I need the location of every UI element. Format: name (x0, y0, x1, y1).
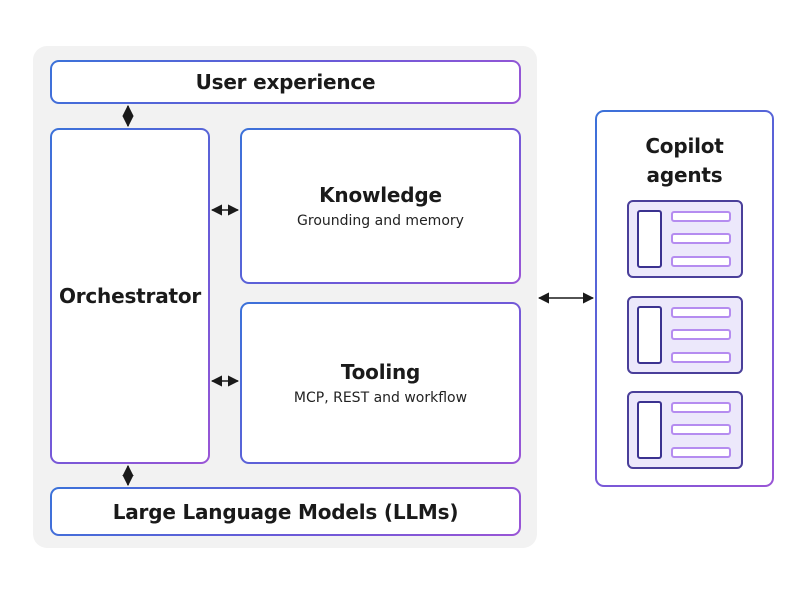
tooling-title: Tooling (340, 360, 421, 384)
agent-card-icon (627, 200, 743, 278)
agent-card-icon (627, 296, 743, 374)
agent-card-line (671, 211, 731, 222)
agent-card-line (671, 352, 731, 363)
llms-title: Large Language Models (LLMs) (112, 499, 459, 524)
agent-card-line (671, 307, 731, 318)
agent-card-line (671, 329, 731, 340)
agent-card-line (671, 256, 731, 267)
copilot-agents-box: Copilot agents (595, 110, 774, 487)
copilot-agents-title: Copilot agents (645, 134, 724, 187)
knowledge-subtitle: Grounding and memory (297, 213, 464, 229)
user-experience-title: User experience (195, 70, 376, 94)
knowledge-box: Knowledge Grounding and memory (240, 128, 521, 284)
agent-card-sidebar (637, 401, 662, 459)
agent-card-sidebar (637, 210, 662, 268)
agent-card-line (671, 424, 731, 435)
agent-card-icon (627, 391, 743, 469)
tooling-subtitle: MCP, REST and workflow (293, 390, 468, 406)
orchestrator-title: Orchestrator (58, 284, 202, 308)
agent-card-line (671, 447, 731, 458)
llms-box: Large Language Models (LLMs) (50, 487, 521, 536)
agent-card-line (671, 402, 731, 413)
tooling-box: Tooling MCP, REST and workflow (240, 302, 521, 464)
agent-card-line (671, 233, 731, 244)
knowledge-title: Knowledge (319, 183, 442, 207)
orchestrator-box: Orchestrator (50, 128, 210, 464)
agent-card-sidebar (637, 306, 662, 364)
user-experience-box: User experience (50, 60, 521, 104)
